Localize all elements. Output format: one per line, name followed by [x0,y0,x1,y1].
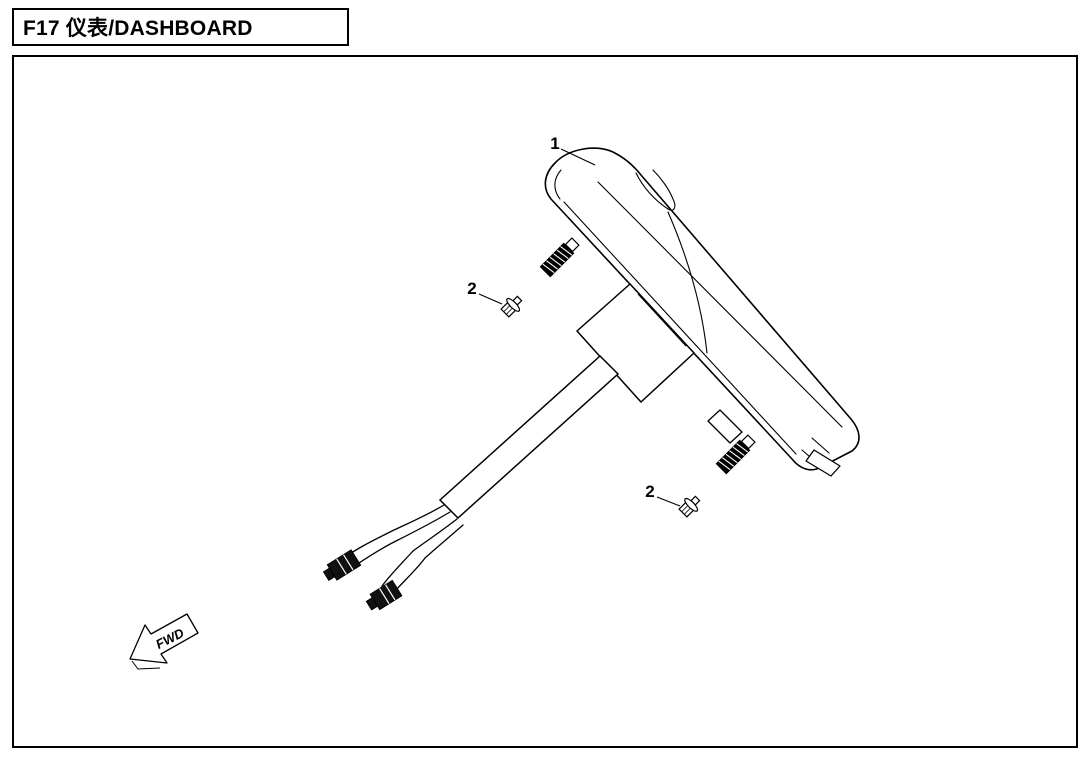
right-mount-tab [805,449,841,477]
connector-b-seam-2 [384,584,396,601]
face-crease-line [667,211,708,354]
wire-3 [381,518,458,587]
bolt-stud-bottom [715,434,756,475]
page-title: F17 仪表/DASHBOARD [23,17,253,40]
mounting-bracket [576,283,695,403]
lower-mount-lug [707,409,743,444]
bezel-edge-line [597,181,843,428]
leader-line-2-top [478,293,503,305]
leader-line-2-bottom [656,496,681,507]
callout-1: 1 [550,134,559,153]
stud-collar-bottom [740,434,756,450]
flange-top [506,297,521,312]
wiring-stem [438,354,620,520]
left-cap-line [554,169,562,200]
stem-conduit [438,354,620,520]
right-step-line-2 [811,437,830,454]
wire-4 [394,524,464,592]
housing-outline [544,147,860,471]
fwd-arrow-shadow-line [131,660,161,670]
stud-collar-top [564,237,580,253]
callout-2-top: 2 [467,279,476,298]
thread-grooves-top [542,246,573,274]
wire-2 [355,511,451,566]
flange-bottom [684,497,699,512]
hex-facet-top-2 [505,307,513,315]
hex-facet-bottom-1 [681,505,689,513]
thread-grooves-bottom [718,443,749,471]
fwd-arrow-outline [129,613,199,664]
bracket-plate [576,283,695,403]
title-box: F17 仪表/DASHBOARD [12,8,349,46]
wire-1 [343,504,445,559]
top-notch [635,169,676,211]
connector-b-seam-1 [379,588,390,605]
bolt-head-bottom [678,495,701,518]
exploded-diagram: 1 2 2 FWD [129,134,860,670]
bracket-inner-line [637,293,687,347]
callout-2-bottom: 2 [645,482,654,501]
connector-b [365,579,403,611]
connector-a-seam-1 [336,558,347,575]
connector-a [322,549,362,582]
connector-a-seam-2 [342,554,354,571]
wire-leads [343,504,464,592]
hex-facet-top-1 [503,305,511,313]
connector-a-tip [322,567,336,582]
diagram-frame: 1 2 2 FWD [12,55,1078,748]
bolt-head-top [500,295,523,318]
leader-line-1 [560,148,596,166]
lower-edge-line [563,201,797,455]
hex-facet-bottom-2 [683,507,691,515]
bolt-stud-top [539,237,580,278]
connector-b-tip [365,596,379,611]
dashboard-unit [544,147,860,477]
fwd-arrow: FWD [129,613,199,670]
